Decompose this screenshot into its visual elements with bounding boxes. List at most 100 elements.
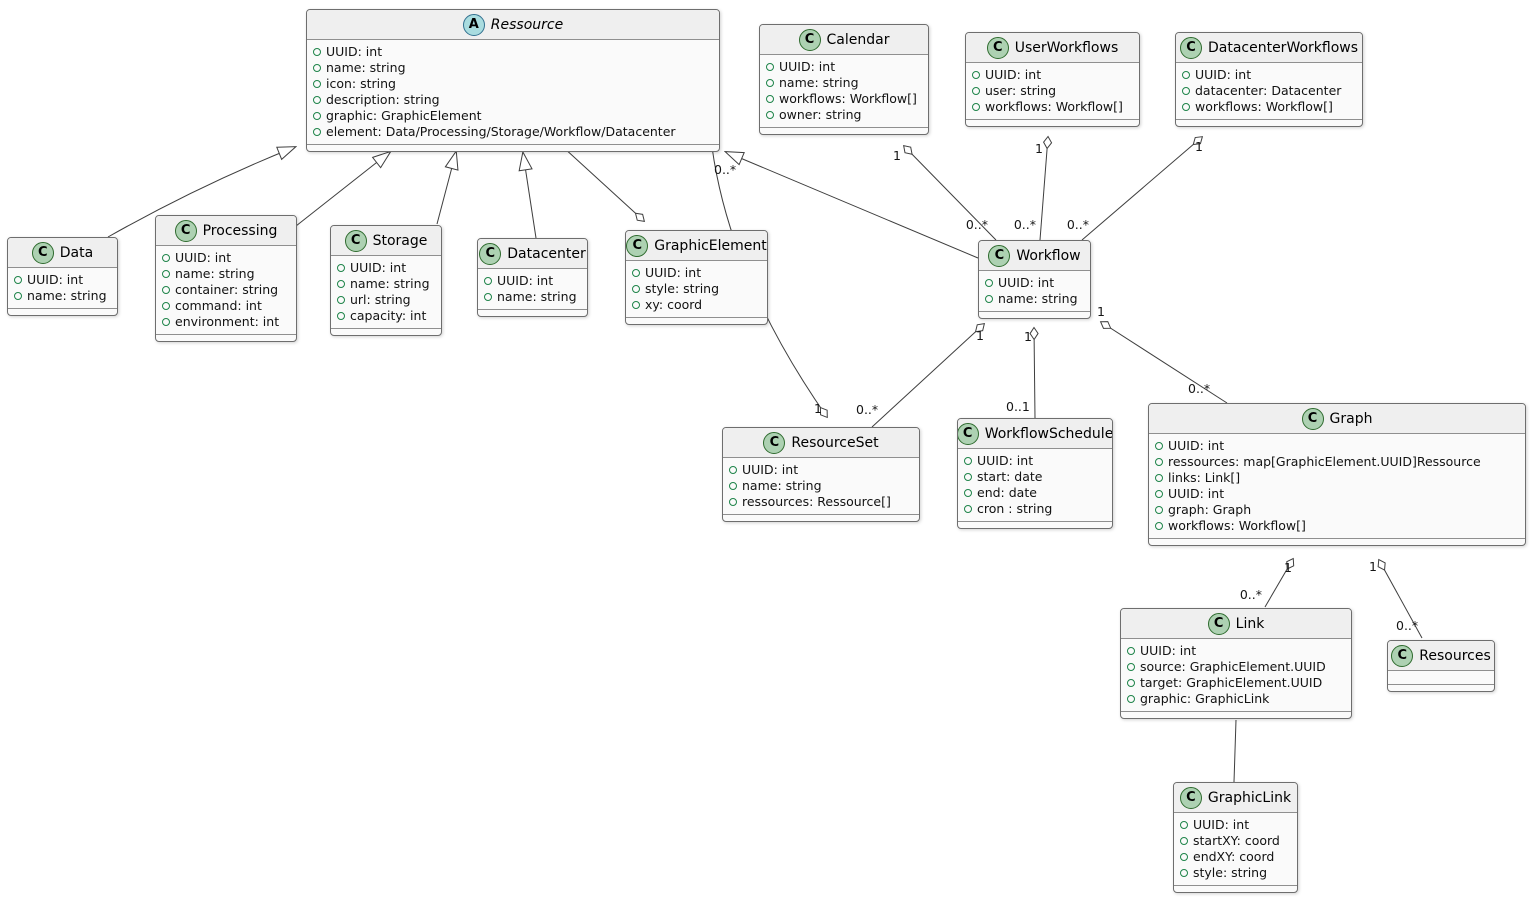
- attribute-text: UUID: int: [175, 250, 232, 265]
- attribute-row: graph: Graph: [1155, 502, 1519, 518]
- attribute-row: url: string: [337, 292, 435, 308]
- methods-compartment: [1149, 538, 1525, 545]
- attribute-text: name: string: [998, 291, 1078, 306]
- attribute-text: startXY: coord: [1193, 833, 1280, 848]
- edge-storage-extends-ressource: [436, 152, 456, 225]
- attribute-row: UUID: int: [972, 67, 1133, 83]
- class-name: Graph: [1329, 410, 1373, 427]
- field-visibility-icon: [766, 111, 774, 119]
- attribute-row: UUID: int: [1182, 67, 1356, 83]
- attribute-text: target: GraphicElement.UUID: [1140, 675, 1323, 690]
- class-name: Data: [59, 244, 94, 261]
- class-icon: C: [1179, 36, 1202, 59]
- attribute-text: description: string: [326, 92, 440, 107]
- edge-graph-aggregates-resources: [1377, 558, 1423, 639]
- edge-processing-extends-ressource: [295, 152, 390, 227]
- edge-ressource-graphicelement-aggregation: [562, 146, 646, 222]
- attribute-text: UUID: int: [497, 273, 554, 288]
- field-visibility-icon: [337, 264, 345, 272]
- field-visibility-icon: [766, 63, 774, 71]
- attribute-row: UUID: int: [162, 250, 290, 266]
- attribute-row: name: string: [14, 288, 111, 304]
- multiplicity-label: 0..*: [856, 402, 878, 417]
- attribute-row: description: string: [313, 92, 713, 108]
- field-visibility-icon: [337, 280, 345, 288]
- attribute-text: environment: int: [175, 314, 280, 329]
- edge-workflow-aggregates-resourceset: [871, 323, 986, 428]
- attribute-row: ressources: map[GraphicElement.UUID]Ress…: [1155, 454, 1519, 470]
- methods-compartment: [760, 127, 928, 134]
- field-visibility-icon: [337, 312, 345, 320]
- attribute-row: UUID: int: [313, 44, 713, 60]
- attribute-text: end: date: [977, 485, 1037, 500]
- class-name: Storage: [372, 232, 428, 249]
- class-icon: C: [958, 422, 979, 445]
- field-visibility-icon: [162, 286, 170, 294]
- field-visibility-icon: [1180, 837, 1188, 845]
- multiplicity-label: 0..*: [1014, 217, 1036, 232]
- field-visibility-icon: [729, 482, 737, 490]
- attribute-text: ressources: Ressource[]: [742, 494, 891, 509]
- attribute-text: name: string: [175, 266, 255, 281]
- multiplicity-label: 1: [1195, 139, 1203, 154]
- attribute-row: target: GraphicElement.UUID: [1127, 675, 1345, 691]
- attribute-row: command: int: [162, 298, 290, 314]
- field-visibility-icon: [964, 505, 972, 513]
- multiplicity-label: 1: [976, 328, 984, 343]
- abstract-class-icon: A: [462, 13, 485, 36]
- class-name: Datacenter: [507, 245, 586, 262]
- attribute-row: graphic: GraphicElement: [313, 108, 713, 124]
- class-name: Resources: [1419, 647, 1491, 664]
- field-visibility-icon: [729, 466, 737, 474]
- attribute-row: capacity: int: [337, 308, 435, 324]
- class-icon: C: [798, 28, 821, 51]
- field-visibility-icon: [1155, 506, 1163, 514]
- edge-datacenter-extends-ressource: [523, 153, 537, 239]
- multiplicity-label: 0..*: [966, 217, 988, 232]
- attribute-text: name: string: [350, 276, 430, 291]
- attribute-row: links: Link[]: [1155, 470, 1519, 486]
- attribute-row: UUID: int: [729, 462, 913, 478]
- field-visibility-icon: [1127, 679, 1135, 687]
- attribute-text: ressources: map[GraphicElement.UUID]Ress…: [1168, 454, 1481, 469]
- field-visibility-icon: [985, 295, 993, 303]
- attribute-text: element: Data/Processing/Storage/Workflo…: [326, 124, 676, 139]
- multiplicity-label: 1: [1097, 304, 1105, 319]
- class-name: Link: [1235, 615, 1265, 632]
- field-visibility-icon: [972, 71, 980, 79]
- class-name: Calendar: [826, 31, 890, 48]
- attribute-text: user: string: [985, 83, 1057, 98]
- edge-workflow-aggregates-graph: [1099, 321, 1228, 404]
- multiplicity-label: 0..*: [714, 162, 736, 177]
- attribute-row: name: string: [766, 75, 922, 91]
- attribute-text: UUID: int: [1168, 438, 1225, 453]
- attribute-row: UUID: int: [1155, 486, 1519, 502]
- attribute-text: name: string: [742, 478, 822, 493]
- field-visibility-icon: [14, 292, 22, 300]
- class-name: GraphicElement: [654, 237, 767, 254]
- attribute-row: UUID: int: [1127, 643, 1345, 659]
- edge-calendar-aggregates-workflow: [903, 144, 997, 241]
- multiplicity-label: 0..*: [1188, 381, 1210, 396]
- field-visibility-icon: [632, 285, 640, 293]
- class-icon: C: [174, 219, 197, 242]
- class-name: GraphicLink: [1207, 789, 1292, 806]
- attribute-text: datacenter: Datacenter: [1195, 83, 1342, 98]
- attribute-text: UUID: int: [779, 59, 836, 74]
- attribute-text: UUID: int: [1140, 643, 1197, 658]
